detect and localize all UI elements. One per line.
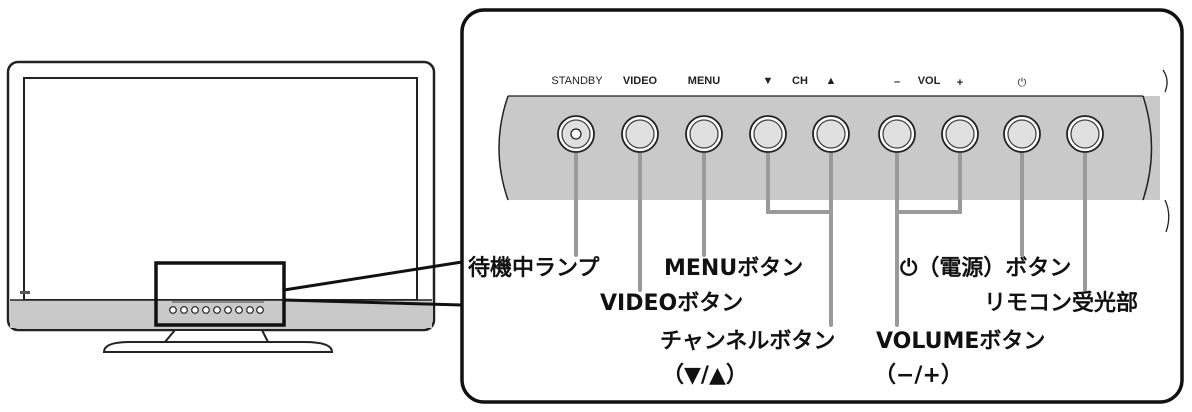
tv-mini-buttons <box>169 301 264 314</box>
callout-standby-lamp: 待機中ランプ <box>468 255 600 281</box>
zoom-connector-bottom <box>283 298 463 307</box>
label-ch-up: ▲ <box>826 75 837 87</box>
tv-stand-base <box>102 341 334 353</box>
power-button <box>1003 115 1041 153</box>
panel-buttons <box>557 115 1104 153</box>
channel-up-button <box>812 115 850 153</box>
callout-video-button: VIDEOボタン <box>600 291 743 316</box>
remote-sensor <box>1066 115 1104 153</box>
tv-screen <box>23 77 418 301</box>
label-menu: MENU <box>688 75 720 87</box>
channel-down-button <box>749 115 787 153</box>
label-vol-plus: + <box>957 77 963 89</box>
zoom-connector-top <box>283 260 463 292</box>
label-ch: CH <box>792 75 808 87</box>
volume-minus-button <box>878 115 916 153</box>
menu-button <box>685 115 723 153</box>
callout-menu-button: MENUボタン <box>664 256 803 281</box>
label-power-icon: ⏻ <box>1018 77 1027 89</box>
label-vol-minus: – <box>894 76 900 88</box>
standby-lamp <box>557 115 595 153</box>
volume-plus-button <box>941 115 979 153</box>
tv-panel-highlight-box <box>154 261 286 327</box>
tv-stand-neck <box>162 329 270 343</box>
label-standby: STANDBY <box>551 75 603 87</box>
callout-power-button: ⏻（電源）ボタン <box>900 256 1071 281</box>
tv-illustration <box>6 60 463 353</box>
label-vol: VOL <box>918 75 941 87</box>
callout-channel-button-sub: （▼/▲） <box>662 363 748 388</box>
video-button <box>621 115 659 153</box>
leader-lines <box>574 137 1087 327</box>
tv-brand-logo <box>20 291 30 294</box>
callout-channel-button: チャンネルボタン <box>660 329 835 354</box>
label-ch-down: ▼ <box>763 75 774 87</box>
callout-volume-button-sub: （−/+） <box>874 363 963 388</box>
callout-remote-receiver: リモコン受光部 <box>984 290 1138 316</box>
label-video: VIDEO <box>623 75 658 87</box>
callout-volume-button: VOLUMEボタン <box>876 329 1045 354</box>
